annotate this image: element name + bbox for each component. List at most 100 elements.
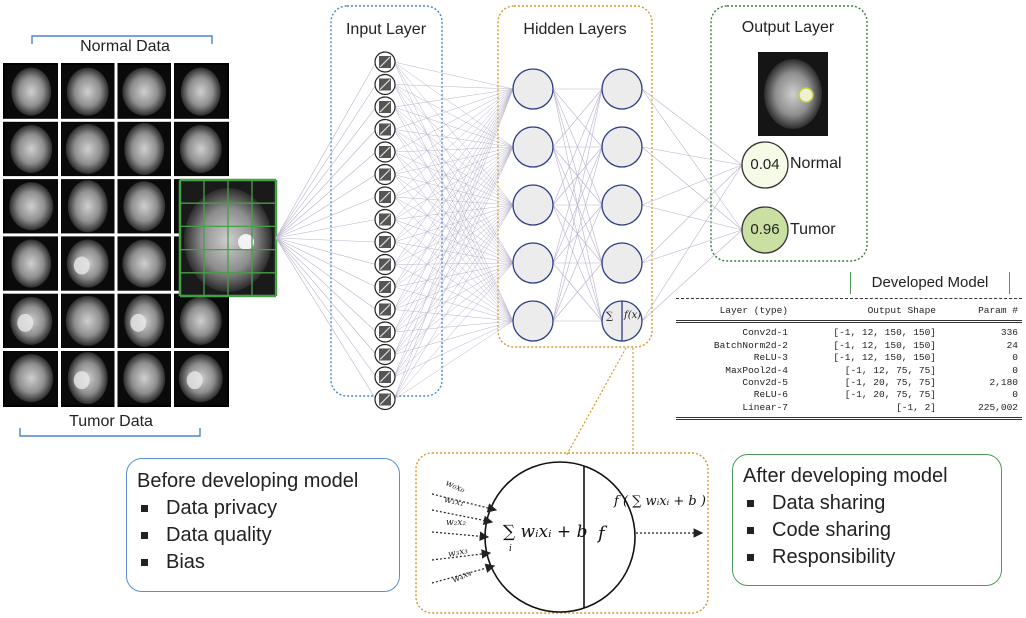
table-row: Conv2d-5 [-1, 20, 75, 75] 2,180	[676, 377, 1022, 389]
hidden-connection	[393, 129, 514, 322]
cell-param: 0	[1012, 364, 1018, 376]
hidden-connection	[393, 146, 514, 243]
before-item-data-quality: Data quality	[166, 524, 272, 546]
activation-fn-symbol: f(x)	[624, 310, 642, 321]
input-connection	[275, 219, 377, 239]
hidden-connection	[393, 146, 514, 220]
hidden-connection	[393, 84, 514, 322]
list-item: Code sharing	[743, 517, 1001, 544]
output-connection	[641, 88, 743, 231]
list-item: Bias	[137, 549, 399, 576]
hidden-node	[601, 126, 643, 168]
bullet-icon	[141, 559, 148, 566]
hidden-connection	[393, 88, 514, 153]
normal-data-label: Normal Data	[80, 38, 170, 55]
input-connection	[275, 237, 377, 355]
hidden-connection	[393, 146, 514, 153]
hidden-connection	[393, 88, 514, 355]
input-patch-detail	[379, 191, 391, 203]
brain-scan	[179, 124, 222, 173]
input-connection	[275, 84, 377, 239]
after-developing-box: After developing model Data sharing Code…	[732, 454, 1002, 586]
hidden-connection	[393, 146, 514, 400]
output-connection	[641, 204, 743, 231]
tumor-spot	[17, 313, 34, 332]
cell-param: 2,180	[989, 376, 1018, 388]
output-node-normal	[741, 141, 789, 189]
cell-layer: Conv2d-1	[742, 327, 788, 339]
neuron-output-expression: f ( ∑ wᵢxᵢ + b )	[614, 494, 706, 509]
table-header-row: Layer (type) Output Shape Param #	[676, 305, 1022, 317]
output-normal-value: 0.04	[750, 156, 780, 173]
hidden-connection	[393, 219, 514, 264]
hidden-connection	[393, 88, 514, 378]
hidden-connection	[393, 320, 514, 355]
hidden-connection	[393, 88, 514, 265]
developed-model-title: Developed Model	[871, 274, 989, 291]
hidden-connection	[393, 129, 514, 264]
hidden-connection	[552, 88, 603, 148]
cell-layer: BatchNorm2d-2	[713, 339, 788, 351]
hidden-connection	[393, 88, 514, 175]
hidden-connection	[393, 84, 514, 90]
hidden-connection	[393, 106, 514, 322]
hidden-connection	[393, 320, 514, 400]
list-item: Data quality	[137, 522, 399, 549]
hidden-connection	[393, 196, 514, 264]
input-patch-detail	[379, 349, 391, 360]
cell-layer: Linear-7	[742, 401, 788, 413]
input-patch-detail	[379, 236, 391, 248]
grid-separator	[3, 118, 229, 122]
brain-scan	[9, 182, 54, 231]
table-row: ReLU-3[-1, 12, 150, 150]0	[676, 352, 1022, 364]
brain-scan	[11, 67, 52, 116]
hidden-connection	[393, 204, 514, 265]
output-connection	[641, 88, 743, 166]
hidden-connection	[393, 204, 514, 355]
output-connection	[641, 146, 743, 231]
brain-scan	[9, 354, 54, 403]
input-patch-detail	[379, 394, 391, 405]
hidden-node	[601, 68, 643, 110]
hidden-connection	[393, 61, 514, 206]
cell-shape: [-1, 12, 150, 150]	[833, 352, 936, 364]
hidden-connection	[393, 241, 514, 264]
hidden-connection	[393, 146, 514, 265]
neuron-fn-symbol: f	[598, 523, 605, 544]
hidden-connection	[393, 146, 514, 288]
model-summary-table: Layer (type) Output Shape Param # Conv2d…	[676, 298, 1022, 424]
brain-scan	[65, 123, 110, 174]
list-item: Data privacy	[137, 495, 399, 522]
grid-separator	[3, 233, 229, 237]
cell-shape: [-1, 20, 75, 75]	[844, 376, 936, 388]
cell-layer: Conv2d-5	[742, 376, 788, 388]
input-connection	[275, 237, 377, 265]
input-connection	[275, 237, 377, 310]
output-tumor-highlight	[798, 87, 814, 103]
input-connection	[275, 61, 377, 239]
hidden-layers-panel	[497, 5, 653, 348]
brain-scan	[123, 353, 166, 404]
after-item-data-sharing: Data sharing	[772, 492, 886, 514]
input-patch-detail	[379, 146, 391, 158]
brain-scan	[11, 239, 52, 288]
after-item-responsibility: Responsibility	[772, 546, 896, 568]
before-item-bias: Bias	[166, 551, 205, 573]
hidden-connection	[393, 88, 514, 400]
hidden-connection	[393, 262, 514, 310]
hidden-connection	[393, 84, 514, 206]
hidden-connection	[393, 174, 514, 264]
output-connection	[641, 229, 743, 264]
neuron-input-arrow	[431, 493, 498, 513]
input-connection	[275, 151, 377, 239]
neuron-input-arrow	[431, 549, 492, 561]
hidden-connection	[393, 320, 514, 333]
hidden-connection	[552, 146, 603, 322]
output-tumor-value: 0.96	[750, 221, 780, 238]
weight-label-2: w₂x₂	[446, 518, 466, 528]
hidden-connection	[393, 88, 514, 288]
brain-scan	[180, 67, 221, 116]
hidden-connection	[393, 309, 514, 322]
input-patch-detail	[379, 79, 391, 90]
input-patch-detail	[379, 101, 391, 113]
